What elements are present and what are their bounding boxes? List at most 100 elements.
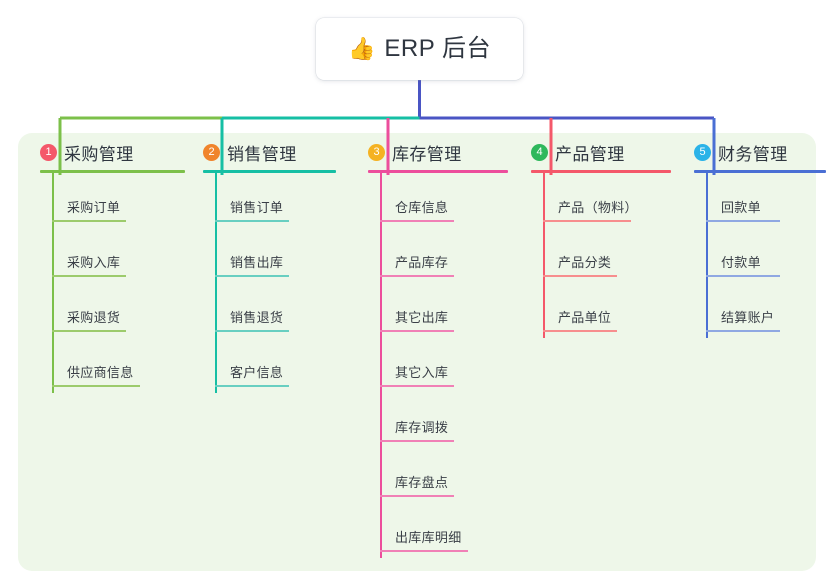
diagram-panel: [18, 133, 816, 571]
leaf-item[interactable]: 销售订单: [203, 173, 336, 228]
branch-trunk-product: [543, 173, 545, 338]
branch-column-product: 4 产品管理产品（物料） 产品分类产品单位: [531, 140, 671, 338]
leaf-item[interactable]: 回款单: [694, 173, 826, 228]
leaf-item-label: 其它出库: [395, 310, 449, 325]
branch-header-purchase[interactable]: 1 采购管理: [40, 140, 185, 164]
branch-header-product[interactable]: 4 产品管理: [531, 140, 671, 164]
leaf-item-label: 库存调拨: [395, 420, 449, 435]
leaf-item[interactable]: 客户信息: [203, 338, 336, 393]
leaf-item[interactable]: 付款单: [694, 228, 826, 283]
leaf-item-label: 客户信息: [230, 365, 284, 380]
leaf-item-rule: [380, 330, 454, 332]
branch-trunk-finance: [706, 173, 708, 338]
leaf-item[interactable]: 库存盘点: [368, 448, 508, 503]
leaf-item-rule: [380, 220, 454, 222]
leaf-item-label: 回款单: [721, 200, 761, 215]
leaf-item[interactable]: 仓库信息: [368, 173, 508, 228]
leaf-item-rule: [543, 330, 617, 332]
leaf-item-rule: [215, 385, 289, 387]
leaf-item-label: 结算账户: [721, 310, 775, 325]
leaf-item-label: 产品分类: [558, 255, 612, 270]
branch-trunk-purchase: [52, 173, 54, 393]
branch-badge-inventory: 3: [368, 143, 385, 161]
branch-title-purchase: 采购管理: [64, 144, 134, 164]
branch-title-product: 产品管理: [555, 144, 625, 164]
root-node[interactable]: 👍 ERP 后台: [316, 18, 523, 80]
leaf-item[interactable]: 其它出库: [368, 283, 508, 338]
leaf-item-rule: [380, 440, 454, 442]
branch-items-inventory: 仓库信息产品库存其它出库其它入库库存调拨库存盘点出库库明细: [368, 173, 508, 558]
root-node-label: ERP 后台: [384, 35, 491, 62]
leaf-item-label: 销售订单: [230, 200, 284, 215]
leaf-item[interactable]: 产品分类: [531, 228, 671, 283]
branch-header-finance[interactable]: 5 财务管理: [694, 140, 826, 164]
leaf-item[interactable]: 采购订单: [40, 173, 185, 228]
leaf-item[interactable]: 结算账户: [694, 283, 826, 338]
branch-badge-finance: 5: [694, 143, 711, 161]
branch-column-sales: 2 销售管理销售订单销售出库销售退货客户信息: [203, 140, 336, 393]
leaf-item[interactable]: 其它入库: [368, 338, 508, 393]
leaf-item-rule: [52, 330, 126, 332]
branch-title-inventory: 库存管理: [392, 144, 462, 164]
branch-trunk-inventory: [380, 173, 382, 558]
leaf-item-rule: [215, 275, 289, 277]
leaf-item[interactable]: 销售出库: [203, 228, 336, 283]
branch-header-rule-inventory: [368, 170, 508, 173]
leaf-item-label: 销售出库: [230, 255, 284, 270]
branch-badge-purchase: 1: [40, 143, 57, 161]
branch-header-inventory[interactable]: 3 库存管理: [368, 140, 508, 164]
branch-header-rule-product: [531, 170, 671, 173]
leaf-item[interactable]: 产品（物料）: [531, 173, 671, 228]
branch-header-rule-sales: [203, 170, 336, 173]
leaf-item[interactable]: 产品单位: [531, 283, 671, 338]
branch-header-sales[interactable]: 2 销售管理: [203, 140, 336, 164]
leaf-item[interactable]: 出库库明细: [368, 503, 508, 558]
leaf-item-rule: [543, 220, 631, 222]
branch-items-finance: 回款单付款单结算账户: [694, 173, 826, 338]
leaf-item-rule: [706, 275, 780, 277]
leaf-item-label: 采购退货: [67, 310, 121, 325]
leaf-item-label: 采购入库: [67, 255, 121, 270]
leaf-item[interactable]: 销售退货: [203, 283, 336, 338]
leaf-item-rule: [706, 330, 780, 332]
leaf-item-label: 仓库信息: [395, 200, 449, 215]
leaf-item-label: 产品单位: [558, 310, 612, 325]
leaf-item-label: 库存盘点: [395, 475, 449, 490]
branch-badge-product: 4: [531, 143, 548, 161]
branch-title-sales: 销售管理: [227, 144, 297, 164]
leaf-item-rule: [380, 495, 454, 497]
leaf-item-rule: [52, 220, 126, 222]
leaf-item-label: 供应商信息: [67, 365, 134, 380]
leaf-item-rule: [380, 385, 454, 387]
leaf-item[interactable]: 产品库存: [368, 228, 508, 283]
branch-title-finance: 财务管理: [718, 144, 788, 164]
branch-items-product: 产品（物料） 产品分类产品单位: [531, 173, 671, 338]
leaf-item[interactable]: 采购退货: [40, 283, 185, 338]
leaf-item-rule: [380, 550, 468, 552]
branch-items-sales: 销售订单销售出库销售退货客户信息: [203, 173, 336, 393]
leaf-item-rule: [706, 220, 780, 222]
branch-badge-sales: 2: [203, 143, 220, 161]
leaf-item-rule: [543, 275, 617, 277]
branch-items-purchase: 采购订单采购入库采购退货供应商信息: [40, 173, 185, 393]
branch-trunk-sales: [215, 173, 217, 393]
branch-header-rule-purchase: [40, 170, 185, 173]
leaf-item-rule: [215, 220, 289, 222]
leaf-item[interactable]: 库存调拨: [368, 393, 508, 448]
leaf-item-rule: [52, 275, 126, 277]
branch-header-rule-finance: [694, 170, 826, 173]
leaf-item-label: 其它入库: [395, 365, 449, 380]
leaf-item[interactable]: 供应商信息: [40, 338, 185, 393]
leaf-item-rule: [52, 385, 140, 387]
leaf-item-label: 付款单: [721, 255, 761, 270]
leaf-item[interactable]: 采购入库: [40, 228, 185, 283]
leaf-item-rule: [215, 330, 289, 332]
branch-column-inventory: 3 库存管理仓库信息产品库存其它出库其它入库库存调拨库存盘点出库库明细: [368, 140, 508, 558]
leaf-item-label: 产品（物料）: [558, 200, 638, 215]
leaf-item-label: 产品库存: [395, 255, 449, 270]
leaf-item-rule: [380, 275, 454, 277]
leaf-item-label: 出库库明细: [395, 530, 462, 545]
leaf-item-label: 销售退货: [230, 310, 284, 325]
branch-column-finance: 5 财务管理回款单付款单结算账户: [694, 140, 826, 338]
